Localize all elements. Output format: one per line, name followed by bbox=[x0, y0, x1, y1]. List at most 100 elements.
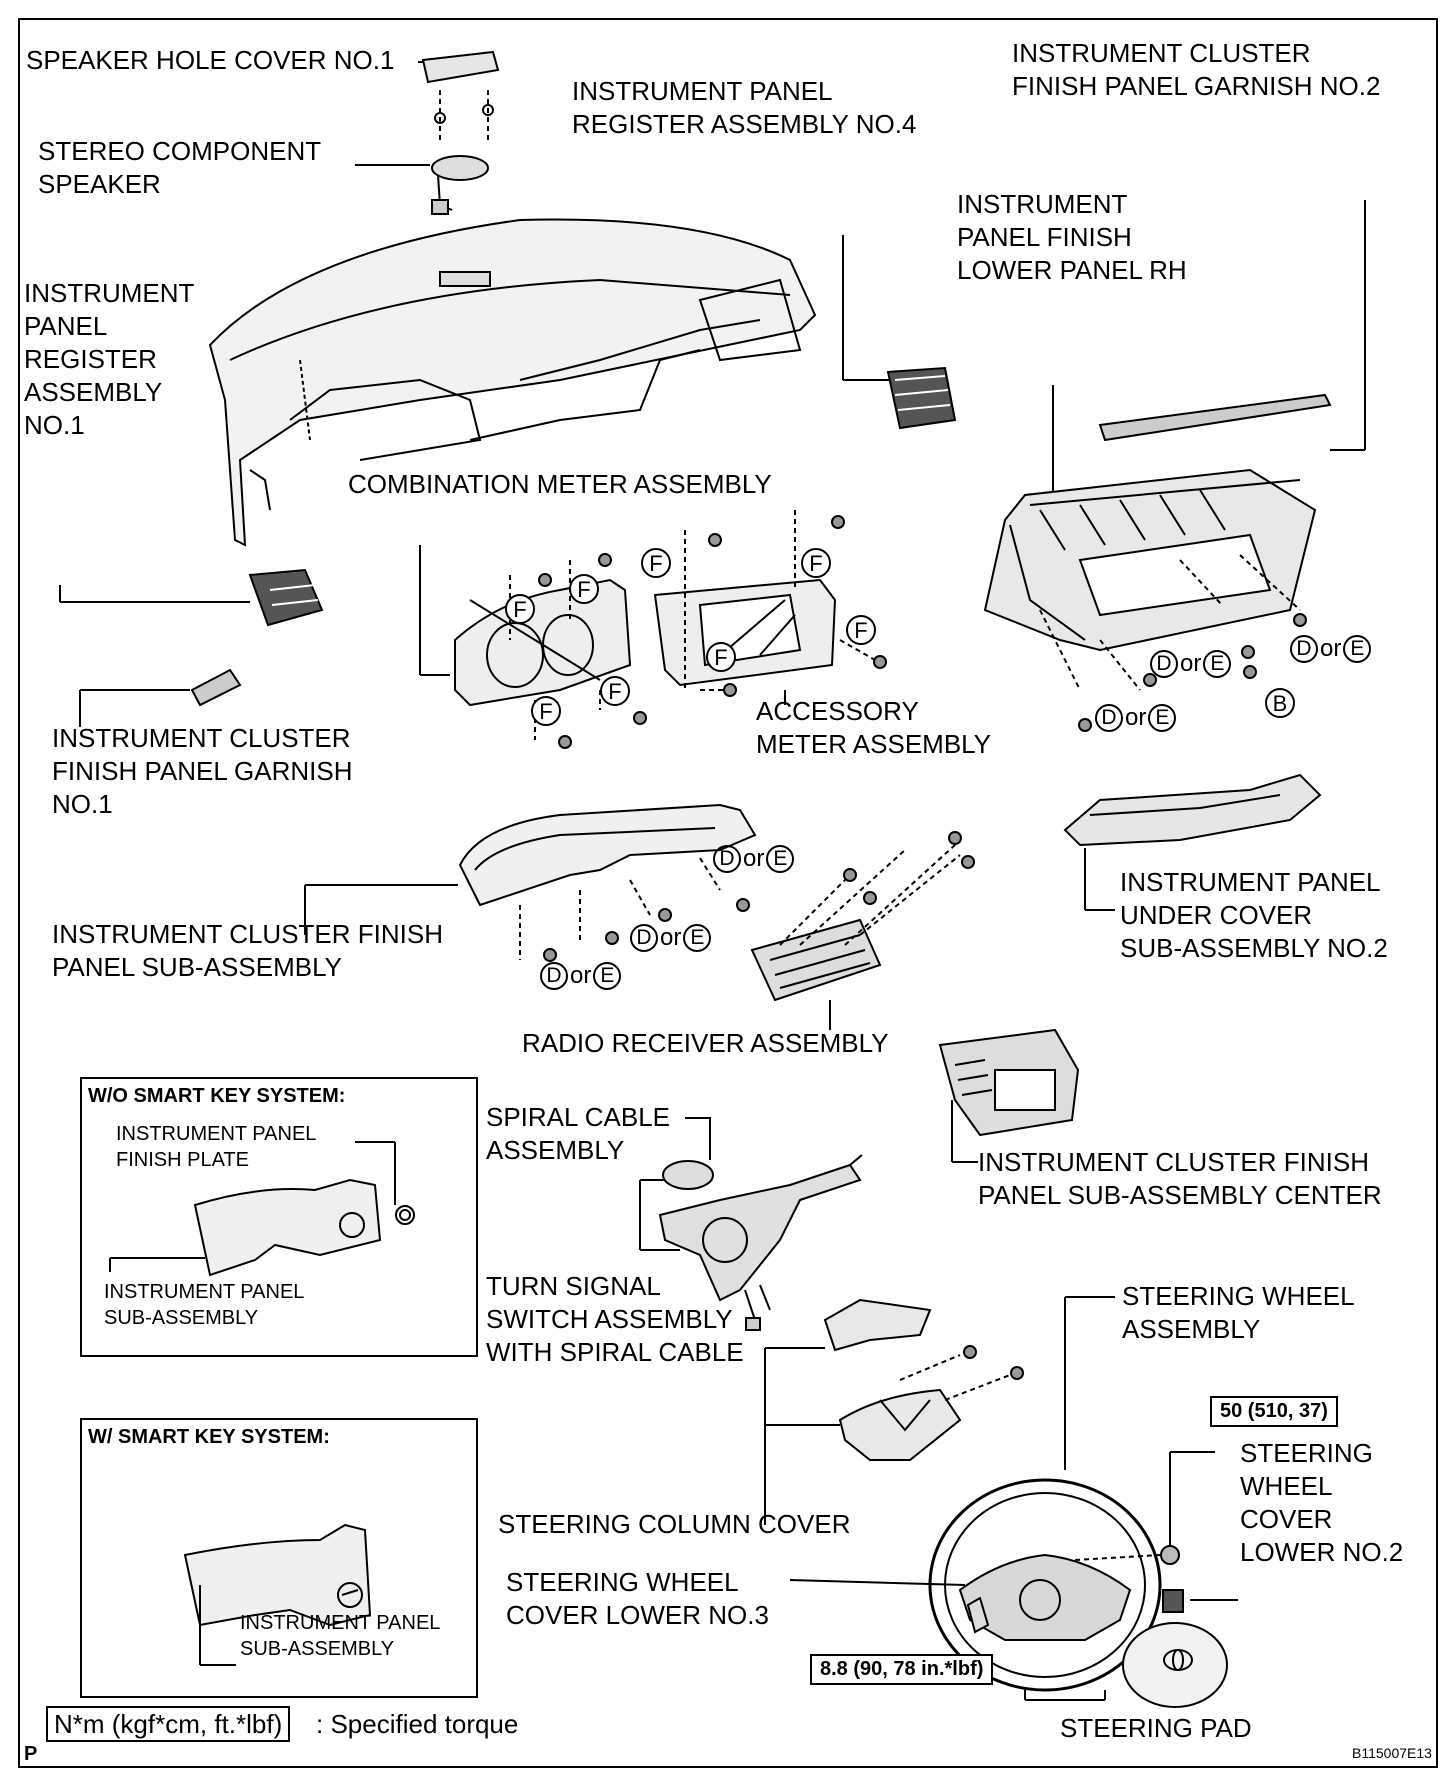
sw-cover-no3-drawing bbox=[789, 1579, 990, 1634]
torque-legend-text: : Specified torque bbox=[316, 1709, 519, 1739]
clip-f-callout: F bbox=[641, 548, 671, 578]
inset-wo-sub-label: INSTRUMENT PANEL SUB-ASSEMBLY bbox=[104, 1279, 304, 1331]
diagram-frame bbox=[18, 18, 1438, 1768]
label-line: ASSEMBLY bbox=[1122, 1314, 1261, 1344]
label-line: ASSEMBLY bbox=[24, 377, 163, 407]
label-garnish-no1: INSTRUMENT CLUSTER FINISH PANEL GARNISH … bbox=[52, 722, 353, 821]
label-line: TURN SIGNAL bbox=[486, 1271, 661, 1301]
label-line: FINISH PANEL GARNISH NO.2 bbox=[1012, 71, 1381, 101]
label-under-cover-no2: INSTRUMENT PANEL UNDER COVER SUB-ASSEMBL… bbox=[1120, 866, 1388, 965]
label-line: INSTRUMENT CLUSTER FINISH bbox=[978, 1147, 1369, 1177]
label-steering-wheel: STEERING WHEEL ASSEMBLY bbox=[1122, 1280, 1355, 1346]
label-cluster-finish-panel: INSTRUMENT CLUSTER FINISH PANEL SUB-ASSE… bbox=[52, 918, 443, 984]
label-line: WITH SPIRAL CABLE bbox=[486, 1337, 744, 1367]
stereo-speaker-drawing bbox=[355, 155, 489, 215]
label-line: NO.1 bbox=[24, 410, 85, 440]
label-speaker-hole-cover: SPEAKER HOLE COVER NO.1 bbox=[26, 45, 395, 75]
label-line: REGISTER ASSEMBLY NO.4 bbox=[572, 109, 917, 139]
clip-f-callout: F bbox=[505, 594, 535, 624]
label-register-no4: INSTRUMENT PANEL REGISTER ASSEMBLY NO.4 bbox=[572, 75, 916, 141]
label-line: PANEL SUB-ASSEMBLY bbox=[52, 952, 342, 982]
label-line: METER ASSEMBLY bbox=[756, 729, 992, 759]
clip-f-callout: F bbox=[600, 676, 630, 706]
label-line: INSTRUMENT PANEL bbox=[1120, 867, 1381, 897]
accessory-meter-drawing bbox=[653, 510, 887, 705]
speaker-hole-cover-drawing bbox=[418, 50, 500, 140]
label-finish-center: INSTRUMENT CLUSTER FINISH PANEL SUB-ASSE… bbox=[978, 1146, 1382, 1212]
under-cover-no2-drawing bbox=[1063, 773, 1322, 911]
clip-f-callout: F bbox=[706, 642, 736, 672]
wo-inset-part-drawing bbox=[109, 1141, 415, 1277]
register-no1-drawing bbox=[59, 568, 324, 627]
lower-panel-rh-drawing bbox=[983, 385, 1317, 732]
label-spiral-cable: SPIRAL CABLE ASSEMBLY bbox=[486, 1101, 670, 1167]
column-cover-drawing bbox=[764, 1298, 1024, 1525]
cluster-finish-panel-drawing bbox=[304, 803, 757, 962]
steering-wheel-drawing bbox=[928, 1296, 1162, 1701]
label-garnish-no2: INSTRUMENT CLUSTER FINISH PANEL GARNISH … bbox=[1012, 37, 1380, 103]
label-line: INSTRUMENT CLUSTER bbox=[1012, 38, 1311, 68]
label-sw-cover-no2: STEERING WHEEL COVER LOWER NO.2 bbox=[1240, 1437, 1403, 1569]
register-no4-drawing bbox=[842, 235, 957, 430]
inset-wo-title: W/O SMART KEY SYSTEM: bbox=[88, 1085, 346, 1107]
label-line: SUB-ASSEMBLY NO.2 bbox=[1120, 933, 1388, 963]
label-line: INSTRUMENT PANEL bbox=[240, 1612, 441, 1634]
radio-receiver-drawing bbox=[750, 831, 975, 1030]
inset-wo-finish-plate-label: INSTRUMENT PANEL FINISH PLATE bbox=[116, 1121, 316, 1173]
label-line: FINISH PLATE bbox=[116, 1149, 249, 1171]
label-radio-receiver: RADIO RECEIVER ASSEMBLY bbox=[522, 1028, 889, 1058]
label-line: SPIRAL CABLE bbox=[486, 1102, 671, 1132]
clip-f-callout: F bbox=[569, 574, 599, 604]
label-column-cover: STEERING COLUMN COVER bbox=[498, 1509, 851, 1539]
label-line: LOWER PANEL RH bbox=[957, 255, 1187, 285]
label-line: INSTRUMENT PANEL bbox=[116, 1123, 317, 1145]
label-line: INSTRUMENT CLUSTER FINISH bbox=[52, 919, 443, 949]
label-line: FINISH PANEL GARNISH bbox=[52, 756, 353, 786]
label-line: INSTRUMENT bbox=[24, 278, 195, 308]
label-line: COVER bbox=[1240, 1504, 1333, 1534]
label-line: STEERING WHEEL bbox=[506, 1567, 739, 1597]
clip-f-callout: F bbox=[531, 696, 561, 726]
clip-f-callout: F bbox=[846, 615, 876, 645]
label-line: STEERING bbox=[1240, 1438, 1373, 1468]
inset-w-title: W/ SMART KEY SYSTEM: bbox=[88, 1426, 330, 1448]
figure-code: B115007E13 bbox=[1352, 1745, 1432, 1761]
corner-mark: P bbox=[24, 1743, 38, 1765]
finish-center-drawing bbox=[938, 1028, 1080, 1163]
label-line: WHEEL bbox=[1240, 1471, 1333, 1501]
label-lower-panel-rh: INSTRUMENT PANEL FINISH LOWER PANEL RH bbox=[957, 188, 1187, 287]
label-line: STEREO COMPONENT bbox=[38, 136, 322, 166]
label-line: PANEL bbox=[24, 311, 108, 341]
label-line: SWITCH ASSEMBLY bbox=[486, 1304, 733, 1334]
clip-f-callout: F bbox=[801, 548, 831, 578]
steering-pad-drawing bbox=[1122, 1622, 1228, 1708]
label-accessory-meter: ACCESSORY METER ASSEMBLY bbox=[756, 695, 991, 761]
label-sw-cover-no3: STEERING WHEEL COVER LOWER NO.3 bbox=[506, 1566, 769, 1632]
label-line: PANEL SUB-ASSEMBLY CENTER bbox=[978, 1180, 1382, 1210]
label-line: INSTRUMENT PANEL bbox=[104, 1281, 305, 1303]
inset-w-smart-key: W/ SMART KEY SYSTEM: INSTRUMENT PANEL SU… bbox=[80, 1418, 478, 1698]
label-line: REGISTER bbox=[24, 344, 157, 374]
label-steering-pad: STEERING PAD bbox=[1060, 1713, 1252, 1743]
label-line: LOWER NO.2 bbox=[1240, 1537, 1404, 1567]
label-line: STEERING WHEEL bbox=[1122, 1281, 1355, 1311]
label-combination-meter: COMBINATION METER ASSEMBLY bbox=[348, 469, 772, 499]
label-line: ACCESSORY bbox=[756, 696, 919, 726]
sw-cover-no2-drawing bbox=[1074, 1451, 1238, 1613]
label-line: INSTRUMENT PANEL bbox=[572, 76, 833, 106]
label-line: NO.1 bbox=[52, 789, 113, 819]
garnish-no2-drawing bbox=[1098, 200, 1366, 451]
instrument-panel-drawing bbox=[208, 218, 817, 547]
label-line: INSTRUMENT bbox=[957, 189, 1128, 219]
turn-signal-drawing bbox=[658, 1154, 863, 1331]
spiral-cable-drawing bbox=[639, 1117, 714, 1251]
clip-b-callout: B bbox=[1265, 688, 1295, 718]
label-line: SUB-ASSEMBLY bbox=[104, 1307, 259, 1329]
